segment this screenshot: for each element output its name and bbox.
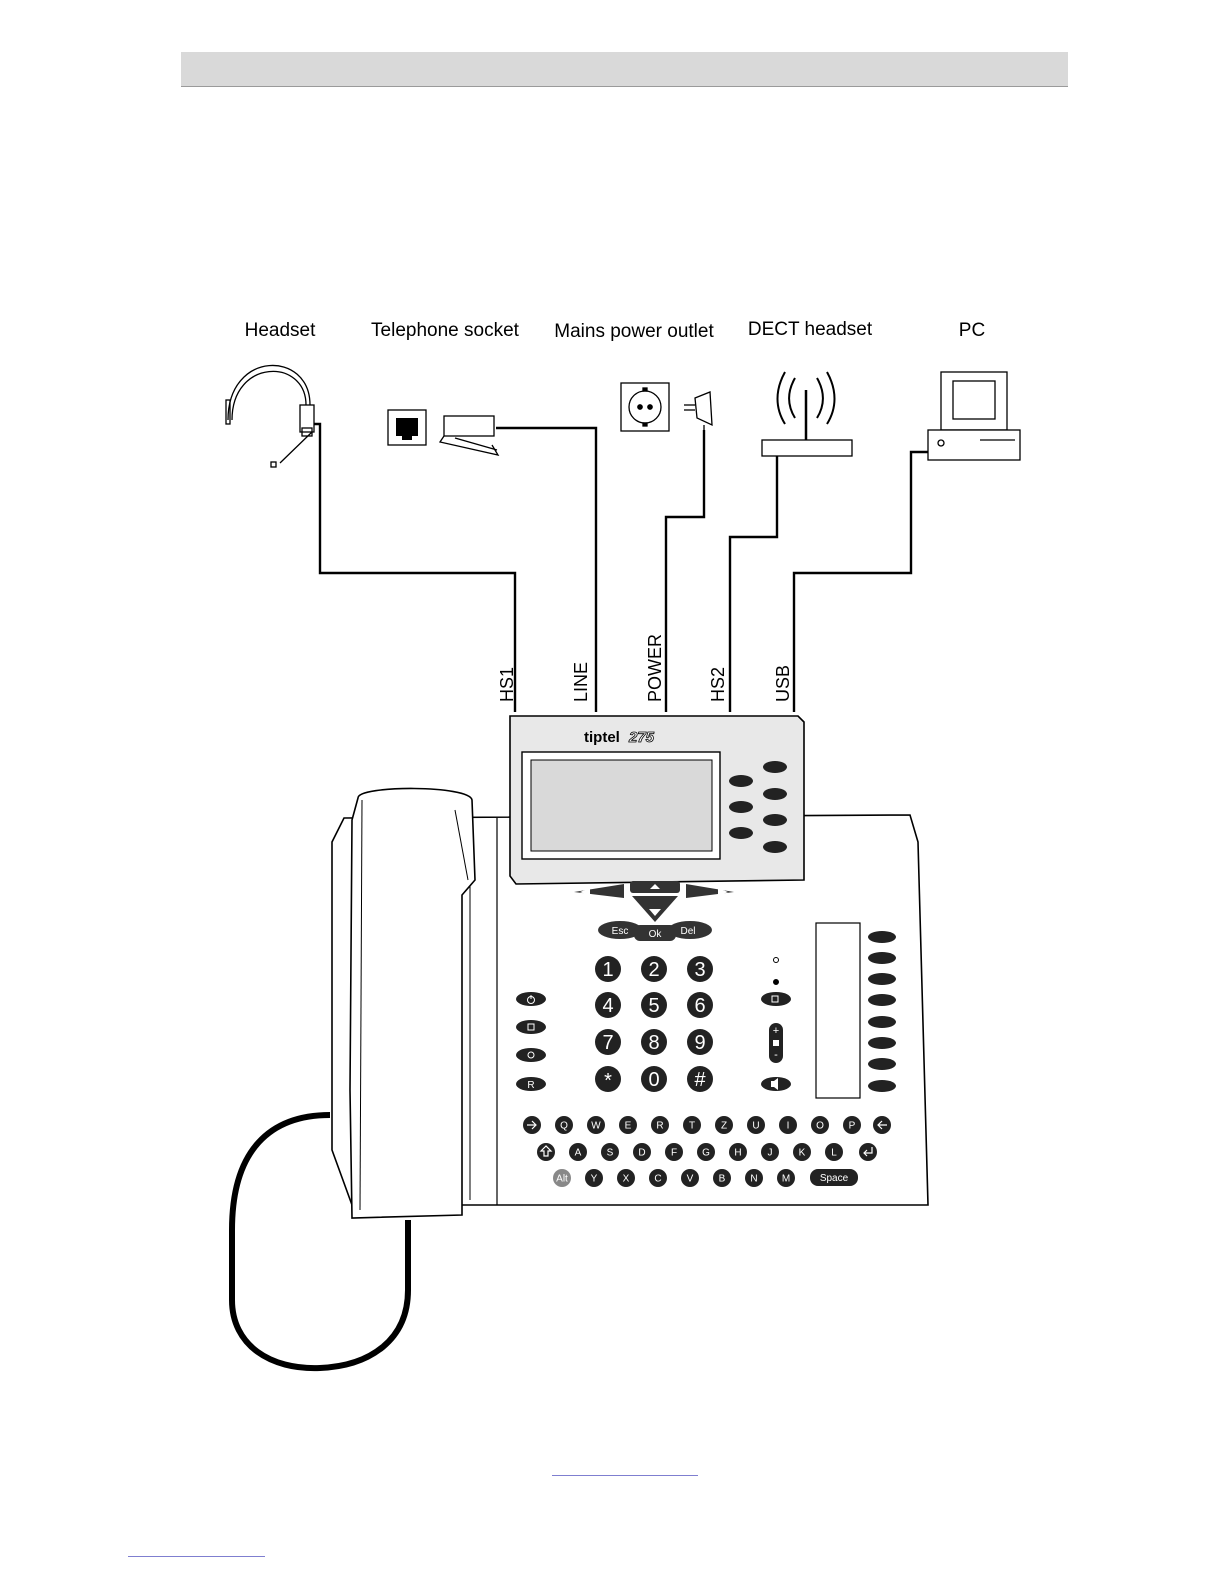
power-plug-icon (684, 392, 712, 430)
handset (350, 788, 475, 1218)
port-usb-label: USB (773, 665, 793, 702)
digit-label: 7 (602, 1032, 613, 1054)
digit-label: 2 (648, 959, 659, 981)
speed-dial-key[interactable] (868, 994, 896, 1006)
softkey[interactable] (729, 827, 753, 839)
speed-dial-key[interactable] (868, 1080, 896, 1092)
digit-label: * (604, 1070, 612, 1092)
keyboard-key-label: Q (560, 1121, 568, 1132)
mains-power-outlet-label: Mains power outlet (554, 321, 714, 342)
keyboard-key-label: Z (721, 1121, 727, 1132)
telephone-socket-label: Telephone socket (371, 320, 520, 341)
keyboard-key-label: H (734, 1148, 741, 1159)
softkey[interactable] (763, 814, 787, 826)
model-label: 275 (628, 729, 655, 746)
space-key-label: Space (820, 1173, 849, 1184)
usb-cable (794, 452, 928, 712)
enter-key[interactable] (859, 1143, 877, 1161)
power-cable (666, 430, 704, 712)
hs2-cable (730, 456, 777, 712)
keyboard-key-label: B (719, 1174, 726, 1185)
keyboard-key-label: C (654, 1174, 661, 1185)
ok-label: Ok (649, 929, 663, 940)
softkey[interactable] (763, 788, 787, 800)
status-led (774, 980, 779, 985)
softkey[interactable] (763, 761, 787, 773)
esc-label: Esc (612, 926, 629, 937)
pc-icon (928, 372, 1020, 460)
keyboard-key-label: J (768, 1148, 773, 1159)
keyboard-key-label: G (702, 1148, 710, 1159)
digit-label: 4 (602, 995, 613, 1017)
pc-label: PC (959, 320, 985, 341)
volume-indicator (773, 1040, 779, 1046)
keyboard-key-label: F (671, 1148, 677, 1159)
speed-dial-key[interactable] (868, 1016, 896, 1028)
speed-dial-key[interactable] (868, 931, 896, 943)
keyboard-key-label: W (591, 1121, 601, 1132)
keyboard-key-label: X (623, 1174, 630, 1185)
keyboard-key-label: A (575, 1148, 582, 1159)
keyboard-key-label: T (689, 1121, 695, 1132)
keyboard-key-label: L (831, 1148, 837, 1159)
digit-label: 8 (648, 1032, 659, 1054)
keyboard-key-label: O (816, 1121, 824, 1132)
keyboard-key-label: U (752, 1121, 759, 1132)
keyboard-key-label: N (750, 1174, 757, 1185)
port-line-label: LINE (571, 662, 591, 702)
keyboard-key-label: Y (591, 1174, 598, 1185)
speed-dial-key[interactable] (868, 973, 896, 985)
digit-label: 9 (694, 1032, 705, 1054)
dect-headset-label: DECT headset (748, 319, 873, 340)
dect-base-icon (762, 372, 852, 456)
keyboard-key-label: R (656, 1121, 663, 1132)
speed-dial-key[interactable] (868, 1058, 896, 1070)
speed-dial-key[interactable] (868, 952, 896, 964)
headset-icon (226, 365, 314, 467)
digit-label: 6 (694, 995, 705, 1017)
softkey[interactable] (729, 801, 753, 813)
port-power-label: POWER (645, 634, 665, 702)
keyboard-key-label: S (607, 1148, 614, 1159)
speed-dial-key[interactable] (868, 1037, 896, 1049)
keyboard-key-label: P (849, 1121, 856, 1132)
conference-key[interactable] (516, 1048, 546, 1062)
digit-label: 5 (648, 995, 659, 1017)
footer-rule (552, 1475, 698, 1476)
softkey[interactable] (729, 775, 753, 787)
cables (314, 424, 928, 712)
keyboard-key-label: M (782, 1174, 790, 1185)
softkey[interactable] (763, 841, 787, 853)
brand-label: tiptel (584, 729, 620, 746)
mute-key[interactable] (516, 1020, 546, 1034)
keyboard-key-label: I (787, 1121, 790, 1132)
headset-label: Headset (245, 320, 316, 341)
recall-key-label: R (527, 1080, 534, 1091)
digit-label: 1 (602, 959, 613, 981)
keyboard-key-label: E (625, 1121, 632, 1132)
label-strip (816, 923, 860, 1098)
footer-rule (128, 1556, 265, 1557)
digit-label: 3 (694, 959, 705, 981)
port-hs1-label: HS1 (497, 667, 517, 702)
telephone-socket-icon (388, 410, 426, 445)
keyboard-key-label: V (687, 1174, 694, 1185)
keyboard-key-label: D (638, 1148, 645, 1159)
del-label: Del (680, 926, 695, 937)
digit-label: # (694, 1069, 706, 1091)
volume-up-icon: + (773, 1025, 779, 1037)
digit-label: 0 (648, 1069, 659, 1091)
keyboard-key-label: K (799, 1148, 806, 1159)
display-module (510, 716, 804, 884)
port-hs2-label: HS2 (708, 667, 728, 702)
transfer-key[interactable] (761, 992, 791, 1006)
volume-down-icon: - (774, 1049, 778, 1061)
keyboard-key-label: Alt (556, 1174, 568, 1185)
mains-outlet-icon (621, 383, 669, 431)
hs1-cable (314, 424, 515, 712)
rj-plug-icon (440, 416, 498, 455)
